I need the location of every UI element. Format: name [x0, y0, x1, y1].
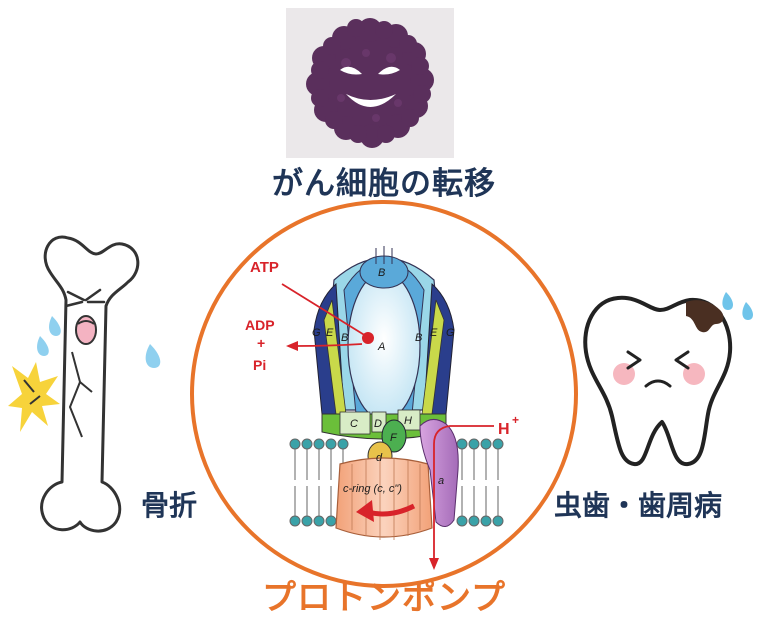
subunit-F: F — [390, 432, 398, 444]
pain-burst-icon — [8, 362, 60, 432]
subunit-C: C — [350, 418, 358, 430]
sweat-drop-icon — [722, 292, 753, 320]
subunit-D: D — [374, 418, 382, 430]
fracture-label: 骨折 — [141, 489, 198, 522]
cancer-metastasis-label: がん細胞の転移 — [272, 166, 496, 202]
cavity-tooth-icon — [583, 295, 733, 466]
subunit-B-top: B — [378, 267, 385, 279]
broken-bone-icon — [37, 235, 161, 533]
subunit-B-right: B — [415, 332, 422, 344]
cancer-cell-icon — [286, 8, 454, 158]
subunit-E-left: E — [326, 327, 334, 339]
plus-label: + — [257, 335, 265, 351]
subunit-H: H — [404, 415, 412, 427]
adp-label: ADP — [245, 317, 275, 333]
atp-label: ATP — [250, 259, 279, 276]
subunit-d: d — [376, 452, 383, 464]
tooth-decay-periodontal-label: 虫歯・歯周病 — [554, 489, 723, 522]
subunit-G-left: G — [312, 327, 321, 339]
subunit-B-left: B — [341, 332, 348, 344]
proton-pump-label: プロトンポンプ — [262, 578, 506, 618]
subunit-a: a — [438, 475, 444, 487]
pump-circle — [190, 200, 578, 588]
subunit-E-right: E — [430, 327, 438, 339]
c-ring-label: c-ring (c, c") — [343, 483, 402, 495]
subunit-A: A — [377, 341, 385, 353]
proton-charge-label: + — [512, 413, 519, 427]
pi-label: Pi — [253, 357, 266, 373]
subunit-G-right: G — [446, 327, 455, 339]
proton-label: H — [498, 421, 510, 438]
membrane-right — [456, 438, 504, 527]
